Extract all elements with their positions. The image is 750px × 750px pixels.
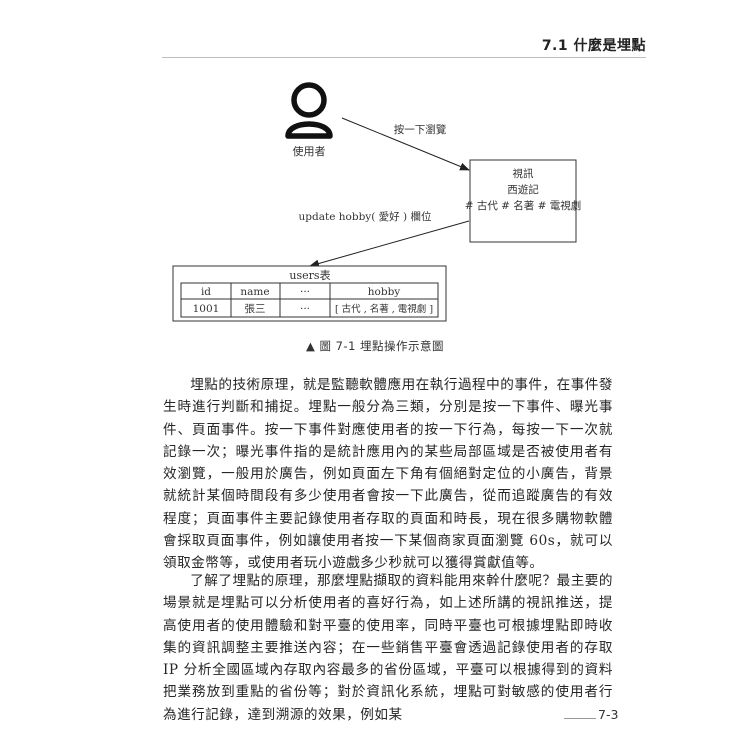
video-box-line-1: 視訊 — [513, 167, 534, 180]
paragraph-1-block: 埋點的技術原理，就是監聽軟體應用在執行過程中的事件，在事件發生時進行判斷和捕捉。… — [163, 374, 613, 575]
page-number: 7-3 — [598, 707, 619, 722]
figure-caption: ▲ 圖 7-1 埋點操作示意圖 — [305, 339, 445, 353]
user-label: 使用者 — [293, 145, 326, 158]
table-cell-id: 1001 — [193, 303, 220, 315]
paragraph-2: 了解了埋點的原理，那麼埋點擷取的資料能用來幹什麼呢？最主要的場景就是埋點可以分析… — [163, 573, 613, 723]
table-header-name: name — [240, 286, 269, 298]
table-header-hobby: hobby — [368, 286, 401, 298]
click-browse-label: 按一下瀏覽 — [394, 123, 447, 136]
click-browse-arrow — [341, 117, 470, 171]
table-cell-name: 張三 — [245, 303, 266, 315]
table-header-ellipsis: ··· — [300, 286, 310, 298]
table-cell-hobby: [ 古代 , 名著 , 電視劇 ] — [335, 303, 433, 315]
update-hobby-label: update hobby( 愛好 ) 欄位 — [299, 210, 432, 223]
users-table-outer — [172, 265, 447, 322]
video-box — [469, 159, 577, 243]
chapter-section-title: 7.1 什麼是埋點 — [541, 38, 646, 54]
users-table-grid — [180, 282, 439, 318]
user-icon — [285, 82, 333, 139]
running-header: 7.1 什麼是埋點 — [162, 35, 646, 58]
users-table-title: users表 — [289, 268, 330, 282]
footer-rule — [564, 718, 596, 719]
video-box-line-3: # 古代 # 名著 # 電視劇 — [465, 199, 582, 212]
update-hobby-arrow — [309, 220, 470, 268]
paragraph-2-block: 了解了埋點的原理，那麼埋點擷取的資料能用來幹什麼呢？最主要的場景就是埋點可以分析… — [163, 570, 613, 726]
paragraph-1: 埋點的技術原理，就是監聽軟體應用在執行過程中的事件，在事件發生時進行判斷和捕捉。… — [163, 377, 613, 572]
table-header-id: id — [201, 286, 211, 298]
table-cell-ellipsis: ··· — [300, 303, 310, 315]
video-box-line-2: 西遊記 — [507, 183, 539, 196]
